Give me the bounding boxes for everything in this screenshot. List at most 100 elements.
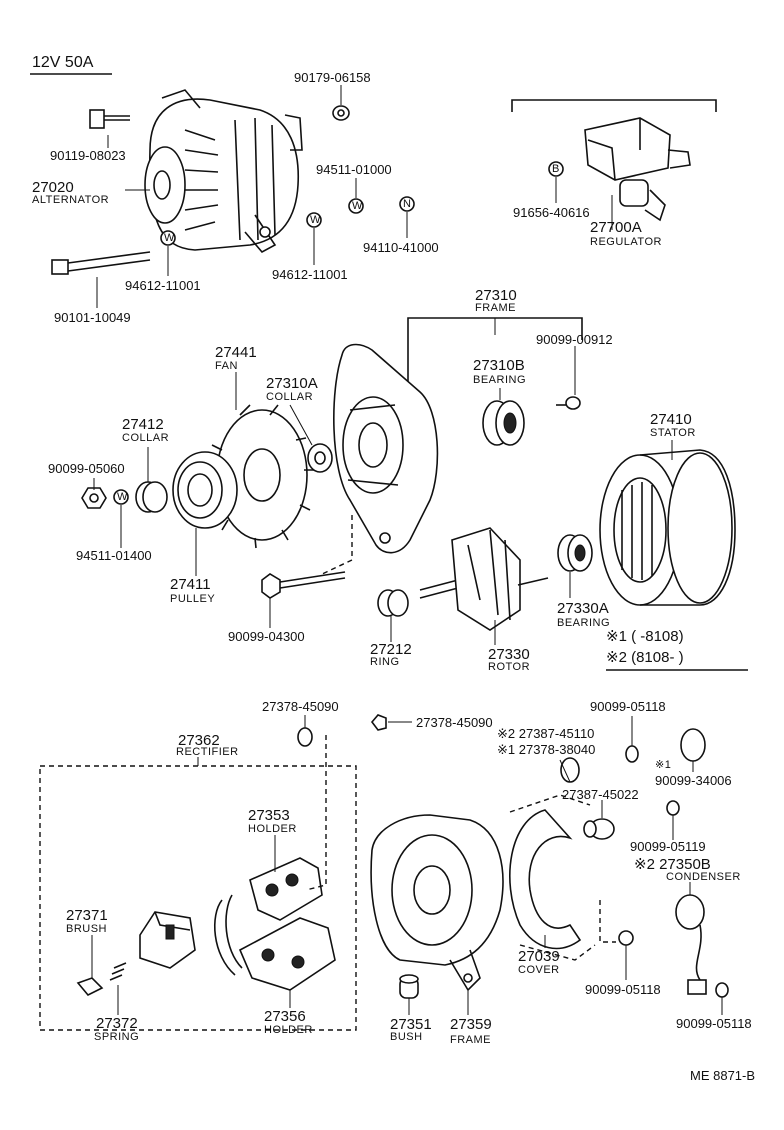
part-27039: 27039 xyxy=(518,948,560,965)
part-rectifier-name: RECTIFIER xyxy=(176,746,239,758)
part-27356: 27356 xyxy=(264,1008,306,1025)
part-90099-05118-c: 90099-05118 xyxy=(676,1016,752,1031)
note-1: ※1 ( -8108) xyxy=(606,628,684,645)
rotor-drawing xyxy=(419,527,549,631)
washer-b-symbol: B xyxy=(552,163,560,175)
part-27351: 27351 xyxy=(390,1016,432,1033)
bearing-27330A-shape xyxy=(557,534,593,572)
part-cover-name: COVER xyxy=(518,964,560,976)
washer-w-symbol: W xyxy=(352,200,363,212)
part-27330A: 27330A xyxy=(557,600,609,617)
part-94110-41000: 94110-41000 xyxy=(363,240,439,255)
nut-90099-05060 xyxy=(81,487,107,509)
part-27362: 27362 xyxy=(178,732,220,749)
part-fan-name: FAN xyxy=(215,360,238,372)
bush-shape xyxy=(399,974,419,999)
spring-shape xyxy=(109,962,127,981)
part-94511-01000: 94511-01000 xyxy=(316,162,392,177)
nut-90179-06158 xyxy=(332,105,350,121)
rectifier-drawing xyxy=(213,857,336,991)
bolt-90099-04300 xyxy=(261,571,346,599)
pulley-drawing xyxy=(172,451,238,529)
bearing-27310B-shape xyxy=(482,400,525,446)
bolt-90101-10049 xyxy=(51,251,151,275)
part-91656-40616: 91656-40616 xyxy=(513,205,590,220)
part-regulator-name: REGULATOR xyxy=(590,236,662,248)
part-bearing-b-name: BEARING xyxy=(473,374,527,386)
part-rotor-name: ROTOR xyxy=(488,661,531,673)
spec-label: 12V 50A xyxy=(32,54,94,71)
washer-w-symbol: W xyxy=(310,214,321,226)
part-90179-06158: 90179-06158 xyxy=(294,70,371,85)
part-collar-a-name: COLLAR xyxy=(266,391,314,403)
part-27212: 27212 xyxy=(370,641,412,658)
part-holder-name: HOLDER xyxy=(248,823,297,835)
part-27353: 27353 xyxy=(248,807,290,824)
doc-number: ME 8871-B xyxy=(690,1068,756,1083)
part-90099-05118-a: 90099-05118 xyxy=(590,699,666,714)
part-bush-name: BUSH xyxy=(390,1031,423,1043)
part-condenser-name: CONDENSER xyxy=(666,871,741,883)
part-90099-00912: 90099-00912 xyxy=(536,332,613,347)
part-27310A: 27310A xyxy=(266,375,318,392)
part-27700A: 27700A xyxy=(590,219,642,236)
part-27387-45022: 27387-45022 xyxy=(562,787,639,802)
part-27412: 27412 xyxy=(122,416,164,433)
part-27378-45090-b: 27378-45090 xyxy=(416,715,493,730)
part-27441: 27441 xyxy=(215,344,257,361)
part-94612-11001-a: 94612-11001 xyxy=(125,278,201,293)
washer-symbols xyxy=(113,161,564,505)
washer-w-symbol: W xyxy=(164,232,175,244)
part-bearing-name: BEARING xyxy=(557,617,611,629)
part-27020: 27020 xyxy=(32,179,74,196)
part-27378-45090-a: 27378-45090 xyxy=(262,699,339,714)
nut-90099-05118-b xyxy=(618,930,634,946)
regulator-drawing xyxy=(511,99,717,222)
alternator-drawing xyxy=(144,89,303,254)
bolts-27378-45090 xyxy=(297,714,387,747)
part-27371: 27371 xyxy=(66,907,108,924)
part-collar-name: COLLAR xyxy=(122,432,170,444)
part-94511-01400: 94511-01400 xyxy=(76,548,152,563)
part-90099-34006: 90099-34006 xyxy=(655,773,732,788)
collar-27412-shape xyxy=(135,481,168,513)
bolt-90119-08023 xyxy=(89,109,130,129)
washer-n-symbol: N xyxy=(403,198,412,210)
part-27411: 27411 xyxy=(170,576,211,593)
part-90099-05119: 90099-05119 xyxy=(630,839,706,854)
part-90099-04300: 90099-04300 xyxy=(228,629,305,644)
part-ring-name: RING xyxy=(370,656,400,668)
part-27378-38040: ※1 27378-38040 xyxy=(497,742,596,757)
leader-lines xyxy=(91,85,723,1015)
part-holder-b-name: HOLDER xyxy=(264,1024,313,1036)
collar-27310A-shape xyxy=(307,443,333,473)
part-pulley-name: PULLEY xyxy=(170,593,216,605)
part-frame-b-name: FRAME xyxy=(450,1034,491,1046)
part-90119-08023: 90119-08023 xyxy=(50,148,126,163)
rear-frame-drawing xyxy=(370,814,504,992)
part-27330: 27330 xyxy=(488,646,530,663)
condenser-drawing xyxy=(675,894,729,998)
washer-w-symbol: W xyxy=(117,491,128,503)
fan-drawing xyxy=(207,404,314,549)
part-stator-name: STATOR xyxy=(650,427,696,439)
screw-90099-00912 xyxy=(556,396,581,410)
brush-shape xyxy=(76,977,104,996)
part-90101-10049: 90101-10049 xyxy=(54,310,131,325)
part-27310: 27310 xyxy=(475,287,517,304)
part-27372: 27372 xyxy=(96,1015,138,1032)
frame-drawing xyxy=(333,343,439,554)
part-spring-name: SPRING xyxy=(94,1031,140,1043)
cover-drawing xyxy=(509,794,596,961)
part-90099-05060: 90099-05060 xyxy=(48,461,125,476)
part-27387-45110: ※2 27387-45110 xyxy=(497,726,595,741)
part-94612-11001-b: 94612-11001 xyxy=(272,267,348,282)
part-alternator-name: ALTERNATOR xyxy=(32,194,110,206)
part-27359: 27359 xyxy=(450,1016,492,1033)
brush-holder-drawing xyxy=(139,911,196,969)
part-27350B: ※2 27350B xyxy=(634,856,711,873)
stator-drawing xyxy=(599,449,736,606)
part-27310B: 27310B xyxy=(473,357,525,374)
